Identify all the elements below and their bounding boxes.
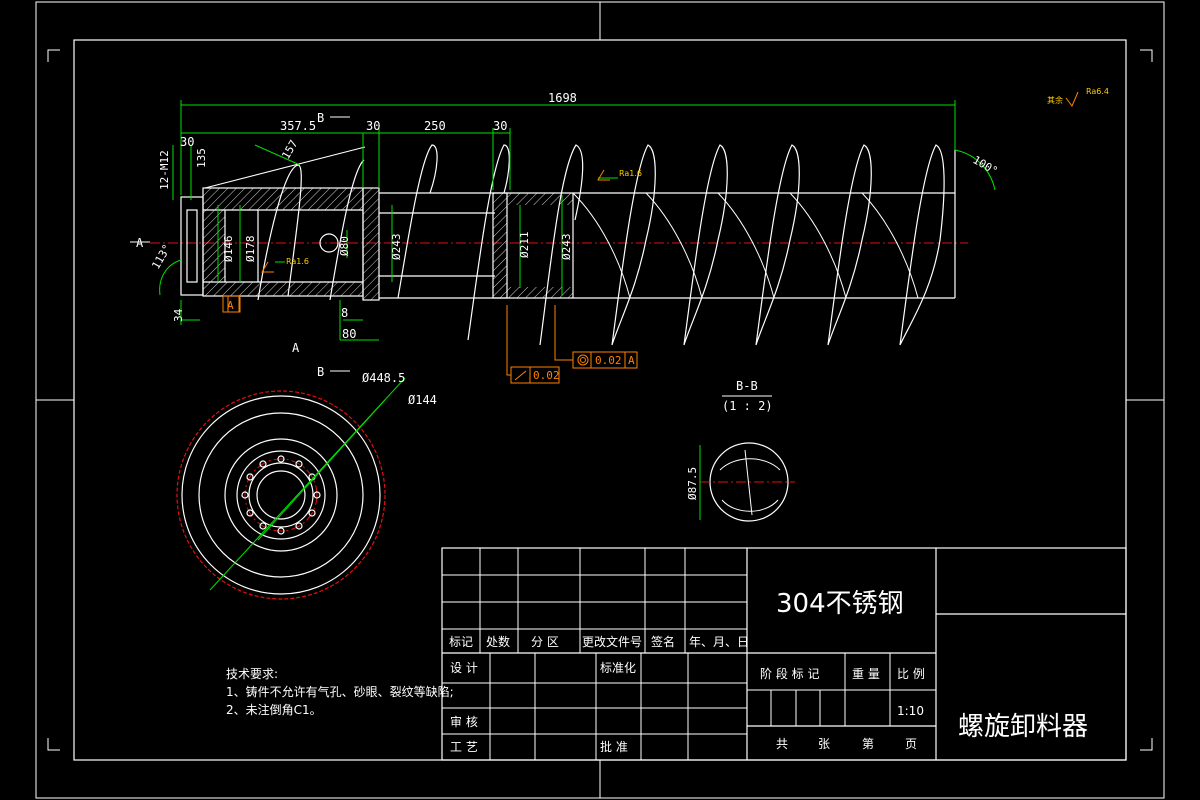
row-standard: 标准化 (600, 661, 636, 675)
dim-angle-left: 113° (149, 242, 174, 271)
row-design: 设 计 (450, 661, 478, 675)
roughness-rest-label: 其余 (1047, 95, 1063, 105)
tolerance-frames (222, 91, 1079, 384)
title-block-texts: 304不锈钢 螺旋卸料器 标记 处数 分 区 更改文件号 签名 年、月、日 设 … (449, 589, 1088, 754)
dim-d243-b: Ø243 (560, 234, 573, 261)
end-view-d-inner: Ø144 (408, 393, 437, 407)
datum-letter: A (227, 299, 234, 312)
sheets-total: 共 (776, 737, 788, 751)
dim-bottom-34: 34 (172, 308, 185, 322)
section-letters: A A B B (136, 111, 324, 379)
section-markers (130, 116, 350, 372)
notes-item-1: 1、铸件不允许有气孔、砂眼、裂纹等缺陷; (226, 684, 454, 699)
header-zone: 分 区 (531, 635, 559, 649)
end-view-d-outer: Ø448.5 (362, 371, 405, 385)
header-change-doc: 更改文件号 (582, 634, 642, 649)
row-process: 工 艺 (450, 740, 478, 754)
dim-bottom-8: 8 (341, 306, 348, 320)
title-block (441, 547, 1127, 761)
bolt-holes (241, 455, 321, 535)
dim-overall-length: 1698 (548, 91, 577, 105)
dim-bottom-80: 80 (342, 327, 356, 341)
roughness-2: Ra1.6 (286, 257, 309, 266)
section-b-bottom: B (317, 365, 324, 379)
header-mark: 标记 (449, 635, 473, 649)
scale-value: 1:10 (897, 704, 924, 718)
dim-top-3: 30 (366, 119, 380, 133)
notes-title: 技术要求: (226, 667, 278, 681)
dim-top-1: 30 (180, 135, 194, 149)
dim-d211: Ø211 (518, 232, 531, 259)
dimension-texts: 1698 30 357.5 30 250 30 12-M12 135 Ø146 … (149, 91, 1000, 341)
tol-coaxial-ref: A (628, 354, 635, 367)
sheets-unit: 张 (818, 737, 830, 751)
section-b-top: B (317, 111, 324, 125)
header-count: 处数 (486, 634, 510, 649)
end-view (176, 377, 406, 600)
stage-label: 阶 段 标 记 (760, 666, 819, 681)
scale-label: 比 例 (897, 667, 925, 681)
weight-label: 重 量 (852, 667, 880, 681)
roughness-rest: Ra6.4 (1086, 87, 1109, 96)
view-labels: Ø448.5 Ø144 B-B (1 : 2) Ø87.5 (362, 371, 773, 500)
tol-coaxial-value: 0.02 (595, 354, 622, 367)
dim-d146: Ø146 (222, 236, 235, 263)
dim-thread: 12-M12 (158, 150, 171, 190)
dim-angle-right: 100° (971, 153, 1000, 178)
dim-135: 135 (195, 148, 208, 168)
header-date: 年、月、日 (689, 635, 749, 649)
section-bb-view (699, 395, 795, 522)
section-a-top: A (136, 236, 144, 250)
technical-notes: 技术要求: 1、铸件不允许有气孔、砂眼、裂纹等缺陷; 2、未注倒角C1。 (226, 667, 454, 717)
part-name: 螺旋卸料器 (958, 712, 1088, 742)
dim-d80: Ø80 (338, 236, 351, 256)
sheet-no: 第 (862, 737, 874, 751)
dimension-lines (159, 100, 996, 341)
section-bb-scale: (1 : 2) (722, 399, 773, 413)
tolerance-texts: A 0.02 A 0.02 (227, 299, 635, 382)
roughness-1: Ra1.6 (619, 169, 642, 178)
row-review: 审 核 (450, 714, 478, 729)
sheet-unit: 页 (905, 737, 917, 751)
material-text: 304不锈钢 (776, 589, 904, 619)
section-bb-dim: Ø87.5 (686, 467, 699, 500)
dim-d178: Ø178 (244, 236, 257, 263)
section-bb-title: B-B (736, 379, 758, 393)
dim-top-2: 357.5 (280, 119, 316, 133)
header-sign: 签名 (651, 634, 675, 649)
dim-d243-a: Ø243 (390, 234, 403, 261)
tol-runout-value: 0.02 (533, 369, 560, 382)
notes-item-2: 2、未注倒角C1。 (226, 702, 322, 717)
dim-top-5: 30 (493, 119, 507, 133)
roughness-texts: Ra1.6 Ra1.6 其余 Ra6.4 (286, 87, 1109, 266)
dim-pitch: 157 (279, 138, 300, 162)
sheet-frame (35, 1, 1165, 799)
row-approve: 批 准 (600, 739, 628, 754)
dim-top-4: 250 (424, 119, 446, 133)
screw-shaft-view (180, 144, 956, 346)
section-a-bottom: A (292, 341, 300, 355)
